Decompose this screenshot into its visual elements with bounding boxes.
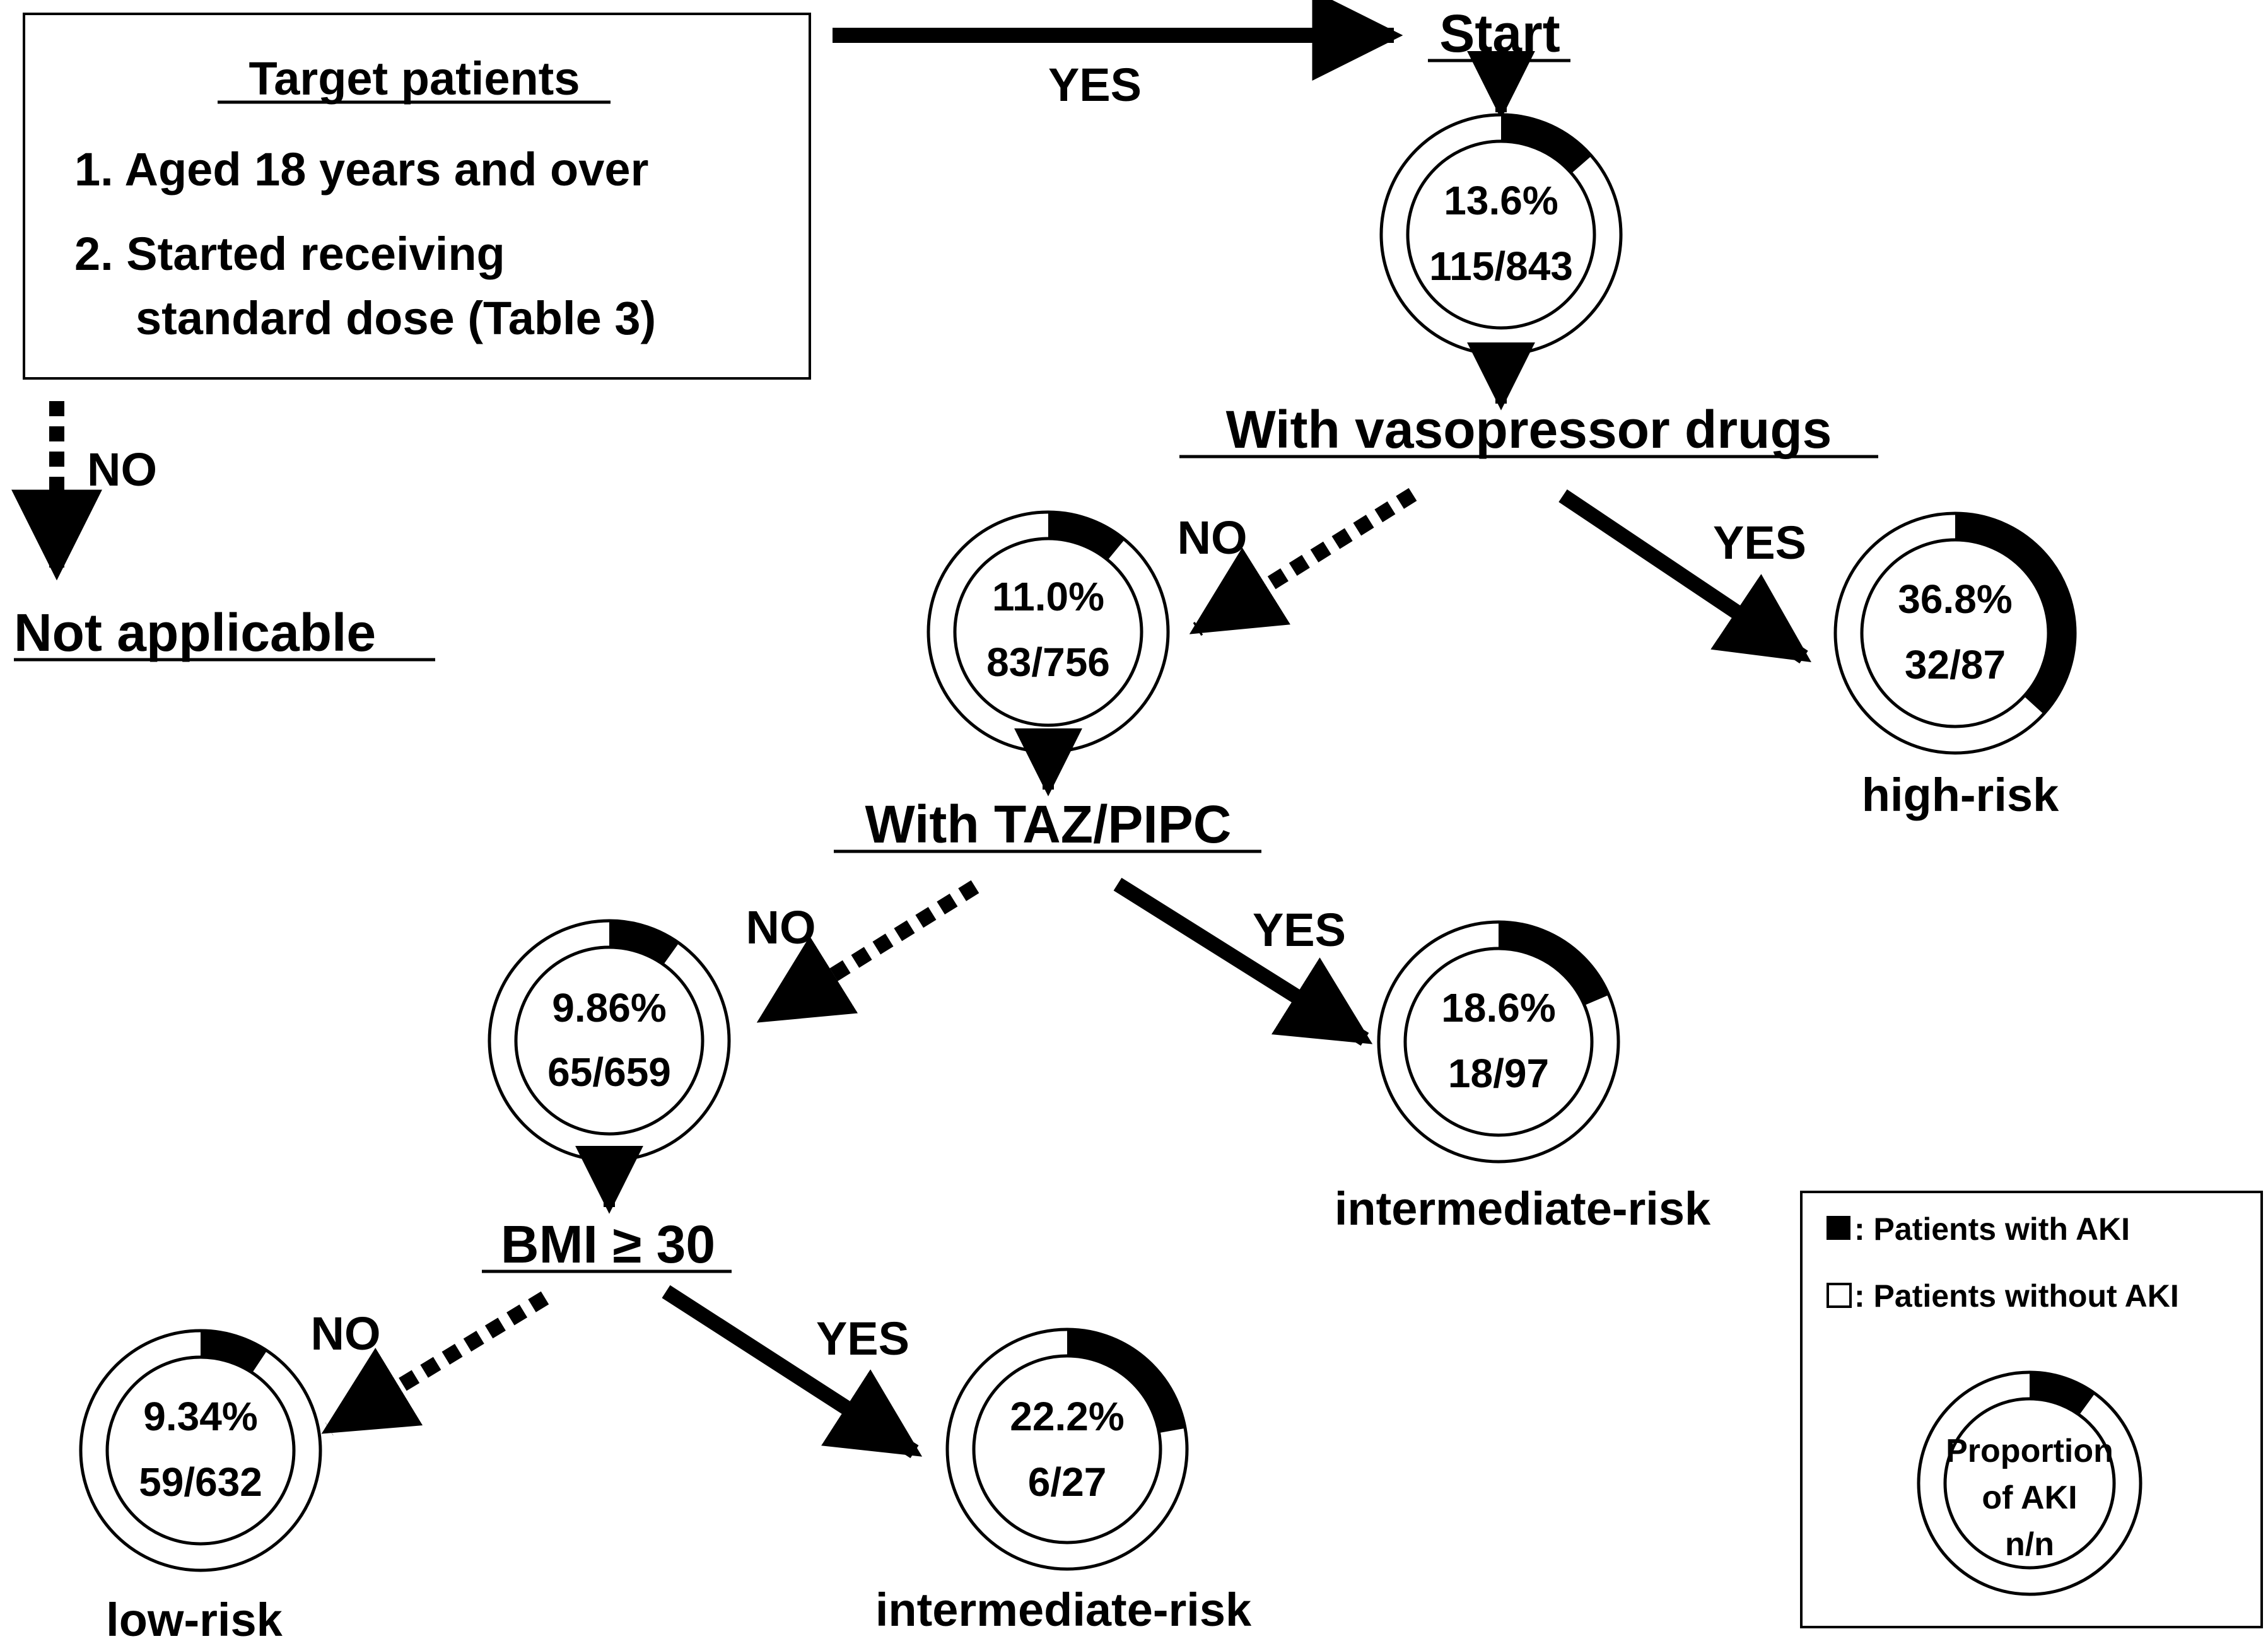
start-label: Start (1439, 4, 1560, 63)
donut-outer-border (79, 1329, 322, 1572)
donut-node-taz-no: 9.86% 65/659 (488, 919, 731, 1162)
donut-taz-yes (1377, 920, 1620, 1164)
target-patients-box: Target patients 1. Aged 18 years and ove… (23, 13, 811, 380)
donut-outer-border (1917, 1370, 2142, 1596)
node-start-pct: 13.6% (1444, 178, 1558, 223)
donut-node-start: 13.6% 115/843 (1379, 113, 1623, 356)
donut-inner-border (514, 945, 704, 1136)
arrow-vasopressor-yes (1558, 489, 1811, 663)
donut-outer-border (1833, 511, 2077, 755)
risk-label-intermediate-taz: intermediate-risk (1335, 1182, 1711, 1235)
donut-inner-border (105, 1355, 296, 1546)
node-bmi-no-pct: 9.34% (143, 1394, 257, 1439)
donut-outer-border (488, 919, 731, 1162)
donut-background-ring (489, 921, 729, 1160)
donut-node-vasopressor-yes: 36.8% 32/87 (1833, 511, 2077, 755)
bmi-label: BMI ≥ 30 (501, 1215, 715, 1274)
arrow-taz-no (756, 880, 979, 1025)
donut-outer-border (926, 510, 1170, 754)
donut-background-ring (81, 1331, 320, 1570)
donut-vasopressor-no (926, 510, 1170, 754)
risk-label-low: low-risk (106, 1594, 283, 1646)
legend-swatch-with-aki (1827, 1216, 1850, 1240)
donut-node-bmi-yes: 22.2% 6/27 (945, 1328, 1189, 1571)
donut-bmi-yes (945, 1328, 1189, 1571)
donut-vasopressor-yes (1833, 511, 2077, 755)
legend-swatch-without-aki (1827, 1283, 1852, 1308)
edge-label-taz-yes: YES (1253, 904, 1346, 956)
risk-label-intermediate-bmi: intermediate-risk (875, 1584, 1252, 1636)
donut-outer-border (945, 1328, 1189, 1571)
edge-label-taz-no: NO (746, 901, 816, 954)
donut-inner-border (972, 1354, 1162, 1544)
criterion-dose-line1: 2. Started receiving (74, 228, 505, 280)
donut-start (1379, 113, 1623, 356)
node-taz-no-pct: 9.86% (552, 985, 666, 1030)
node-bmi-yes-pct: 22.2% (1010, 1394, 1124, 1439)
node-bmi-yes-frac: 6/27 (1028, 1459, 1107, 1505)
node-taz-yes-pct: 18.6% (1441, 985, 1555, 1030)
node-bmi-no-frac: 59/632 (139, 1459, 262, 1505)
donut-aki-arc (1067, 1329, 1186, 1433)
legend-donut-line1: Proportion (1946, 1433, 2113, 1469)
edge-label-bmi-yes: YES (816, 1312, 909, 1365)
target-patients-title: Target patients (249, 52, 580, 105)
taz-pipc-label: With TAZ/PIPC (865, 795, 1232, 854)
edge-label-vasopressor-yes: YES (1713, 517, 1806, 569)
criterion-dose-line2: standard dose (Table 3) (136, 292, 656, 344)
risk-label-high: high-risk (1862, 769, 2059, 821)
donut-inner-border (1403, 947, 1594, 1137)
not-applicable-label: Not applicable (14, 603, 376, 662)
arrow-taz-yes (1113, 877, 1373, 1046)
node-vasopressor-yes-pct: 36.8% (1898, 576, 2012, 622)
node-taz-yes-frac: 18/97 (1448, 1051, 1549, 1096)
donut-background-ring (928, 512, 1168, 752)
legend-without-aki-label: : Patients without AKI (1854, 1278, 2179, 1314)
legend-donut-line2: of AKI (1982, 1480, 2077, 1516)
donut-bmi-no (79, 1329, 322, 1572)
donut-node-taz-yes: 18.6% 18/97 (1377, 920, 1620, 1164)
donut-aki-arc (609, 921, 679, 965)
node-vasopressor-yes-frac: 32/87 (1905, 642, 2006, 687)
edge-label-vasopressor-no: NO (1178, 511, 1248, 564)
donut-outer-border (1379, 113, 1623, 356)
node-taz-no-frac: 65/659 (547, 1049, 671, 1095)
donut-node-bmi-no: 9.34% 59/632 (79, 1329, 322, 1572)
donut-aki-arc (200, 1331, 267, 1374)
legend-with-aki-label: : Patients with AKI (1854, 1211, 2130, 1247)
legend-box: : Patients with AKI : Patients without A… (1800, 1191, 2263, 1628)
donut-aki-arc (1048, 512, 1125, 561)
legend-donut-line3: n/n (2005, 1526, 2054, 1563)
donut-aki-arc (1500, 115, 1592, 174)
node-start-frac: 115/843 (1429, 243, 1573, 289)
arrow-bmi-yes (662, 1285, 923, 1459)
arrow-vasopressor-no (1189, 487, 1417, 636)
donut-inner-border (1406, 139, 1596, 330)
node-vasopressor-no-pct: 11.0% (992, 574, 1104, 619)
donut-inner-border (1860, 538, 2050, 728)
vasopressor-label: With vasopressor drugs (1226, 400, 1832, 459)
node-vasopressor-no-frac: 83/756 (986, 639, 1110, 685)
donut-aki-arc (1955, 513, 2075, 715)
donut-taz-no (488, 919, 731, 1162)
edge-label-bmi-no: NO (311, 1307, 381, 1360)
arrow-bmi-no (321, 1291, 549, 1436)
edge-label-target-no: NO (87, 443, 157, 496)
criterion-age: 1. Aged 18 years and over (74, 143, 648, 196)
donut-node-vasopressor-no: 11.0% 83/756 (926, 510, 1170, 754)
donut-inner-border (953, 537, 1143, 727)
legend-donut (1917, 1370, 2142, 1596)
donut-aki-arc (2029, 1372, 2095, 1415)
donut-aki-arc (1498, 922, 1609, 1006)
edge-label-target-yes: YES (1048, 59, 1142, 111)
donut-inner-border (1943, 1397, 2116, 1570)
donut-outer-border (1377, 920, 1620, 1164)
